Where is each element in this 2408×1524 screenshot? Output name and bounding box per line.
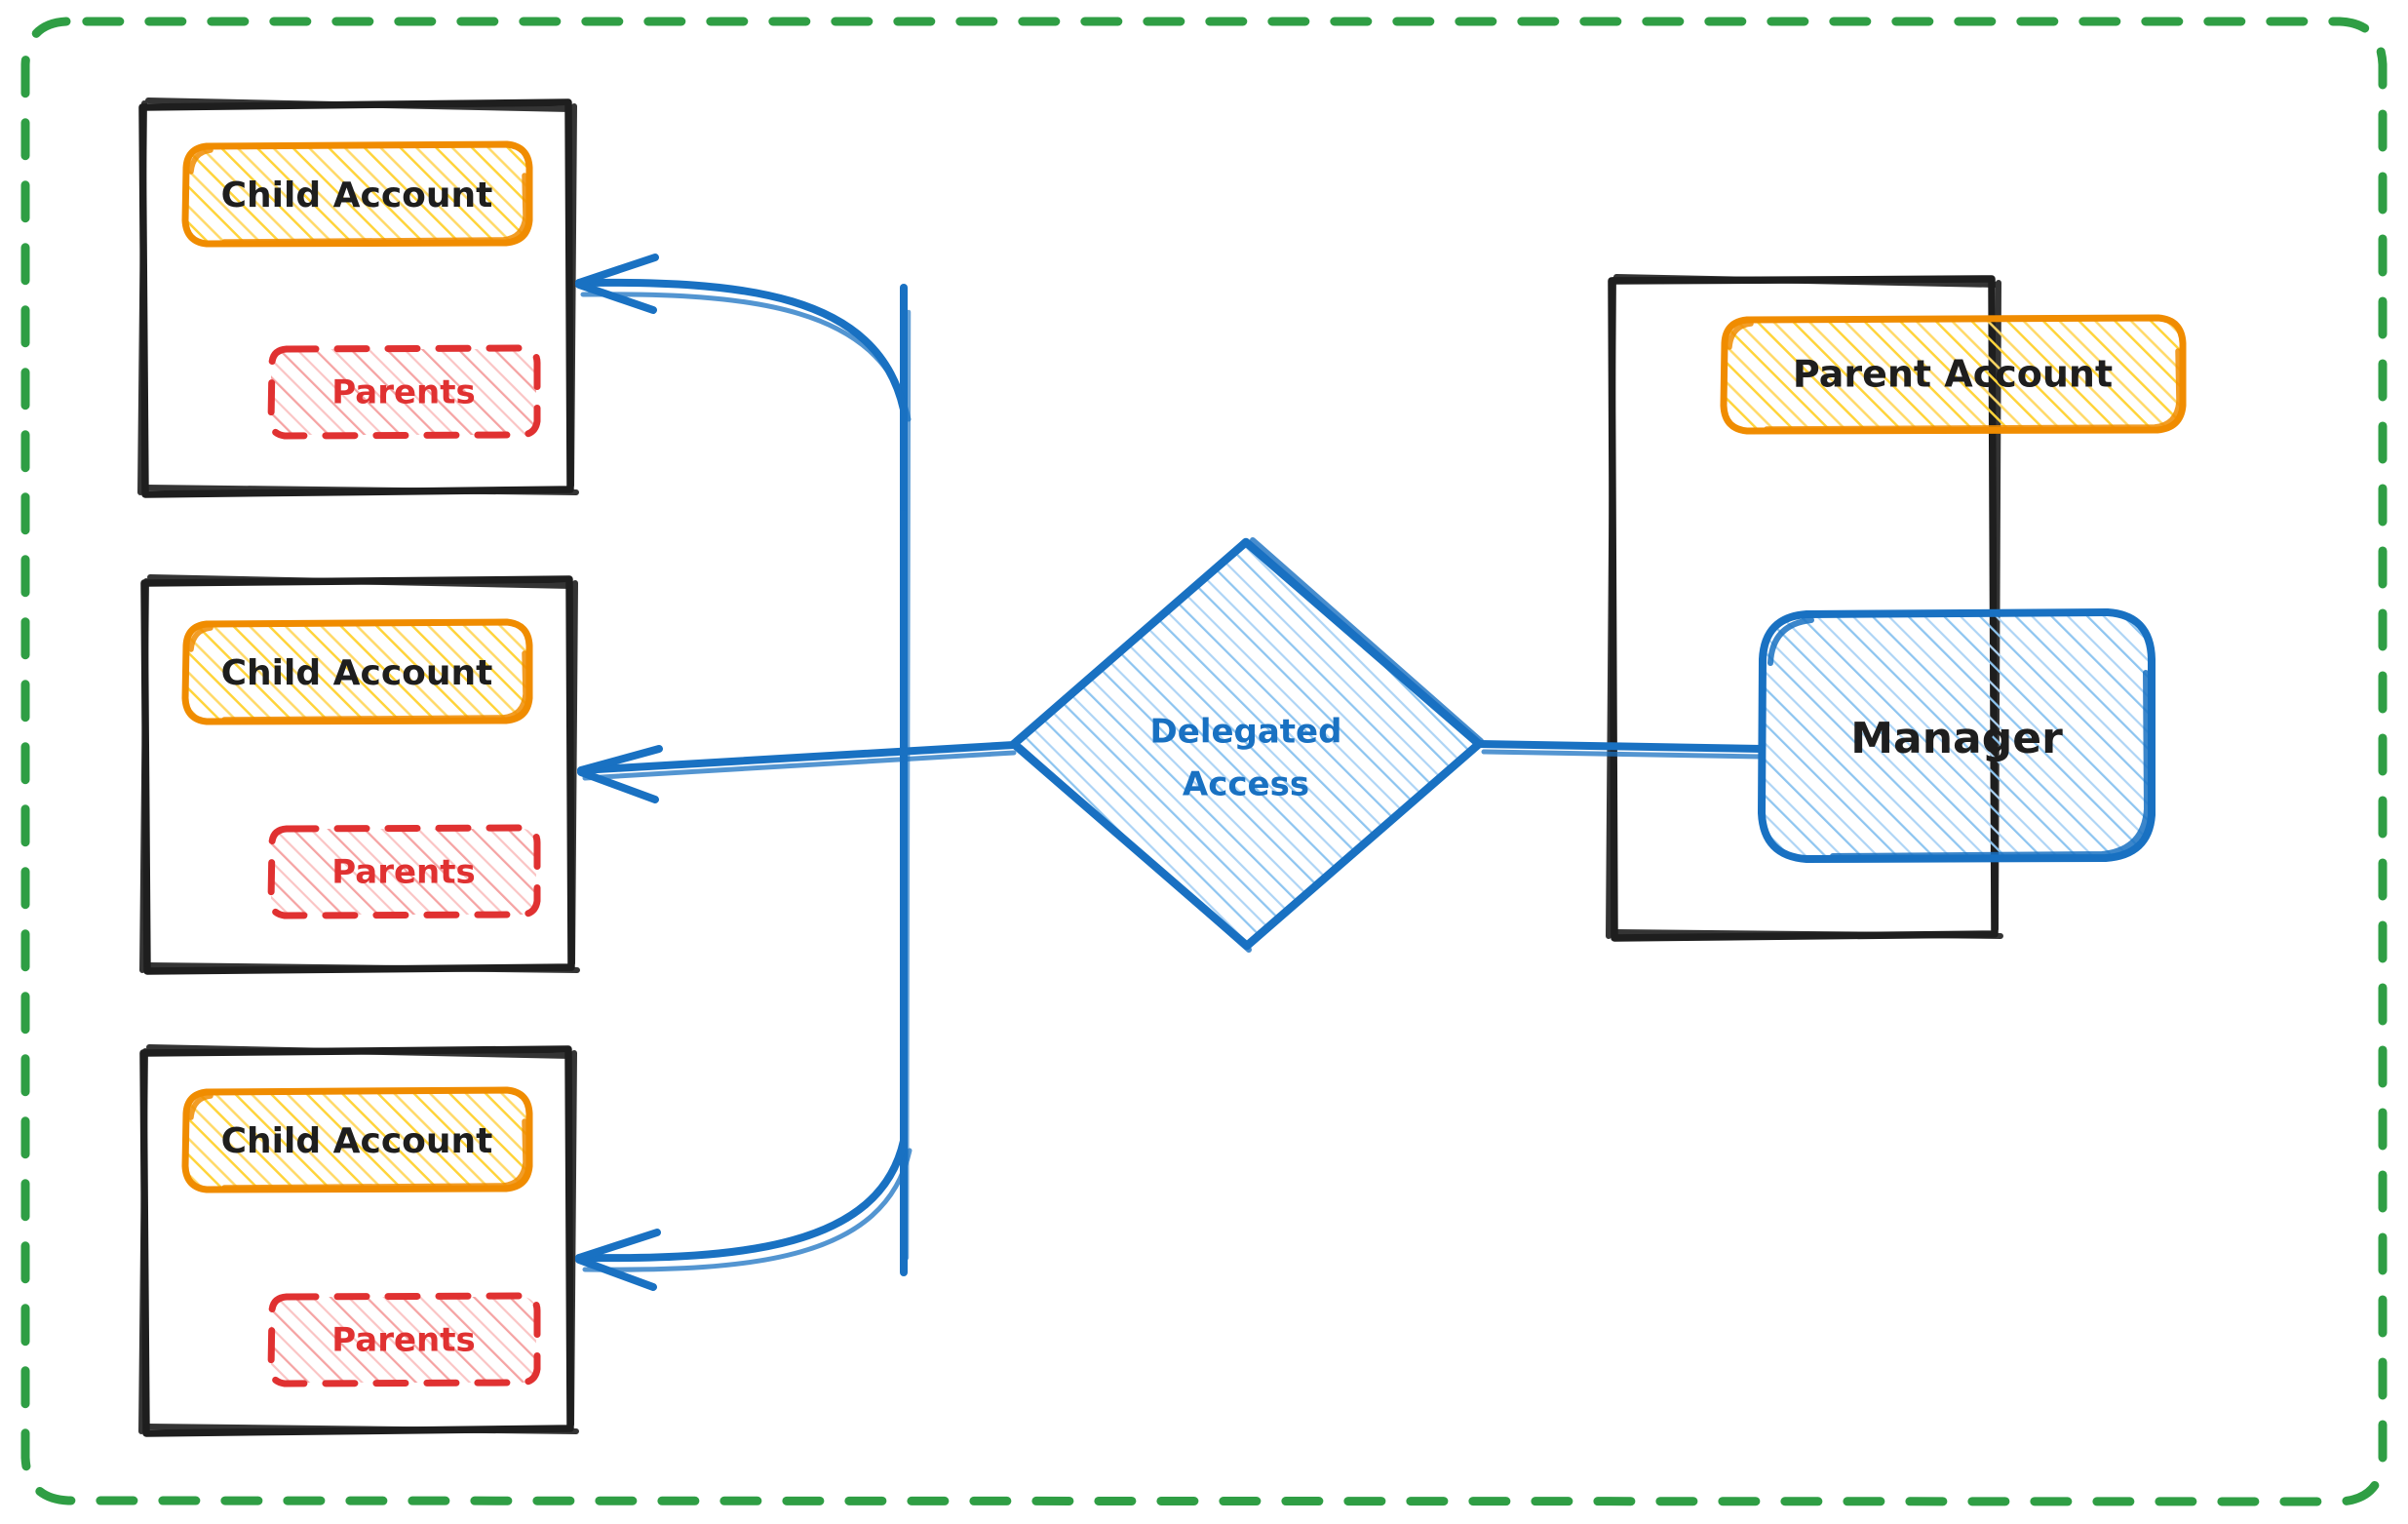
connector-to-child-2 [577,741,1018,803]
connector-to-child-1 [575,254,912,511]
child-account-box-1[interactable]: Child Account [181,140,533,248]
delegated-access-line1: Delegated [1150,713,1342,752]
child-account-box-3[interactable]: Child Account [181,1086,533,1193]
child-panel-1[interactable]: Child Account Parents [137,98,579,498]
child-panel-3[interactable]: Child Account Parents [138,1044,579,1437]
delegated-access-diamond[interactable]: Delegated Access [1009,537,1484,953]
connector-manager-to-diamond [1475,740,1766,760]
parent-account-label: Parent Account [1793,353,2113,396]
parent-panel[interactable]: Parent Account Manager [1606,274,2187,942]
child-account-label-2: Child Account [221,653,493,693]
child-account-label-3: Child Account [221,1121,493,1161]
parents-label-3: Parents [331,1321,475,1360]
child-account-label-1: Child Account [221,176,493,215]
parents-label-1: Parents [331,373,475,412]
child-panel-2[interactable]: Child Account Parents [139,574,580,975]
child-account-box-2[interactable]: Child Account [181,618,533,725]
parents-box-3[interactable]: Parents [267,1292,541,1387]
parents-box-2[interactable]: Parents [267,824,541,919]
connector-to-child-3 [575,1049,913,1291]
manager-label: Manager [1850,714,2063,763]
delegated-access-line2: Access [1183,765,1309,804]
parents-label-2: Parents [331,853,475,892]
parent-account-box[interactable]: Parent Account [1720,314,2187,435]
parents-box-1[interactable]: Parents [267,344,541,440]
manager-box[interactable]: Manager [1758,608,2156,863]
